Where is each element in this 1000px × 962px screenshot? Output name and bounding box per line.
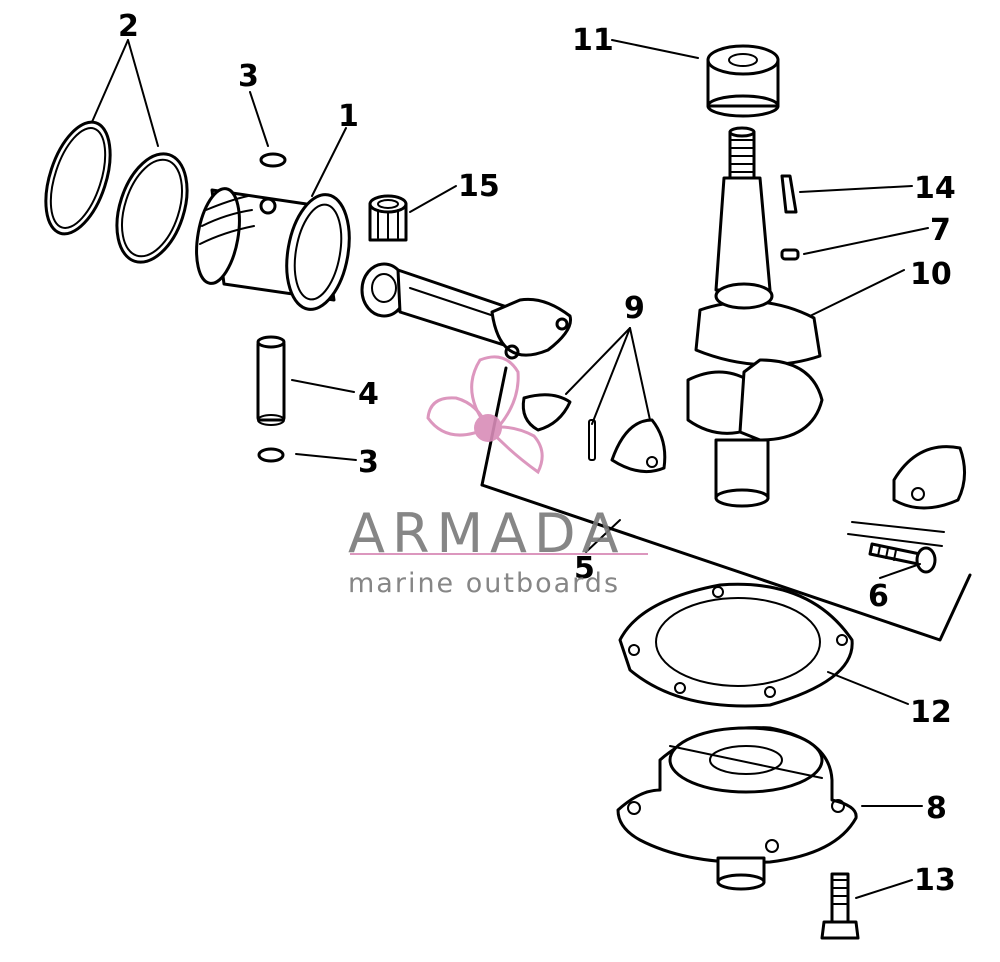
callout-11: 11	[572, 23, 614, 58]
callout-12: 12	[910, 695, 952, 730]
callout-10: 10	[910, 257, 952, 292]
locating-pin	[588, 419, 596, 461]
callout-13: 13	[914, 863, 956, 898]
retaining-ring-upper	[259, 152, 287, 168]
bolt	[820, 872, 860, 940]
callout-1: 1	[338, 99, 359, 134]
callout-14: 14	[914, 171, 956, 206]
callout-2: 2	[118, 9, 139, 44]
needle-bearing	[368, 194, 408, 242]
woodruff-key	[780, 174, 798, 214]
piston-ring-rear	[115, 152, 189, 264]
callout-7: 7	[930, 213, 951, 248]
callout-4: 4	[358, 377, 379, 412]
rod-cap	[610, 418, 667, 474]
crank-pin	[780, 248, 800, 261]
watermark-tagline: marine outboards	[348, 568, 620, 599]
callout-6: 6	[868, 579, 889, 614]
cap-screw	[868, 542, 937, 574]
rod-bearing-half	[521, 393, 572, 432]
piston-pin	[256, 335, 286, 426]
connecting-rod	[360, 262, 573, 360]
callout-3-lower: 3	[358, 445, 379, 480]
watermark: ARMADA marine outboards	[348, 355, 648, 599]
piston-ring-front	[44, 120, 112, 236]
callout-5: 5	[574, 551, 595, 586]
propeller-icon	[426, 355, 544, 475]
main-bearing-cap	[847, 445, 966, 547]
gasket	[618, 582, 854, 708]
piston	[195, 187, 351, 311]
callout-15: 15	[458, 169, 500, 204]
bearing-sleeve	[706, 44, 780, 118]
crankshaft	[686, 126, 824, 508]
retaining-ring-lower	[257, 447, 285, 463]
callout-3-upper: 3	[238, 59, 259, 94]
callout-9: 9	[624, 291, 645, 326]
leader-lines	[91, 39, 929, 899]
watermark-brand: ARMADA	[348, 502, 626, 565]
callout-8: 8	[926, 791, 947, 826]
lower-main-bearing-housing	[616, 726, 858, 891]
